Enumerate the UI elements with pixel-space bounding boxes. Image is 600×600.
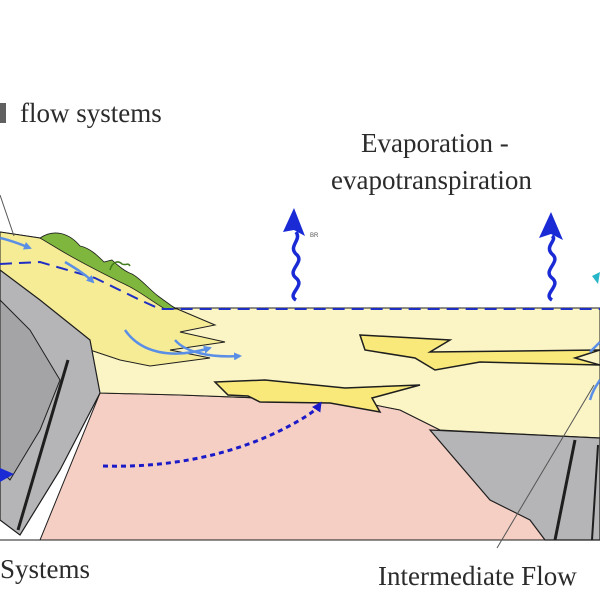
sand-lens-upper: [358, 334, 600, 371]
evapotranspiration-label: evapotranspiration: [331, 165, 532, 195]
fault-line-right: [553, 439, 577, 541]
fault-line-left: [16, 359, 70, 531]
sand-lens-lower: [213, 379, 421, 414]
water-table-line: [0, 260, 600, 310]
flow-arrow-icon: [174, 339, 242, 361]
evaporation-mark: BR: [310, 233, 319, 239]
flow-arrow-icon: [123, 329, 212, 355]
vegetation: [39, 232, 178, 310]
vegetation-tuft: [109, 261, 131, 271]
evaporation-arrow-icon: [539, 212, 563, 302]
fault-line-right-2: [591, 444, 599, 541]
evaporation-label: Evaporation -: [361, 128, 509, 158]
flow-arrow-icon: [0, 236, 32, 250]
evaporation-arrow-icon: [283, 208, 305, 302]
leader-line-intermediate: [496, 384, 595, 549]
local-flow-label: flow systems: [20, 98, 162, 128]
regional-upflow-arrow: [0, 468, 14, 482]
rock-fault-left: [0, 299, 61, 481]
regional-flow-label: Systems: [0, 554, 90, 584]
intermediate-flow-label: Intermediate Flow: [378, 561, 577, 591]
flow-arrow-icon: [64, 260, 95, 284]
label-fragment-mark: [0, 103, 6, 123]
regional-flow-arrow: [102, 401, 322, 468]
leader-line-local: [0, 194, 15, 237]
flow-arrow-icon: [588, 379, 600, 401]
flow-arrow-icon: [589, 341, 600, 353]
flow-arrow-icon: [592, 272, 600, 284]
